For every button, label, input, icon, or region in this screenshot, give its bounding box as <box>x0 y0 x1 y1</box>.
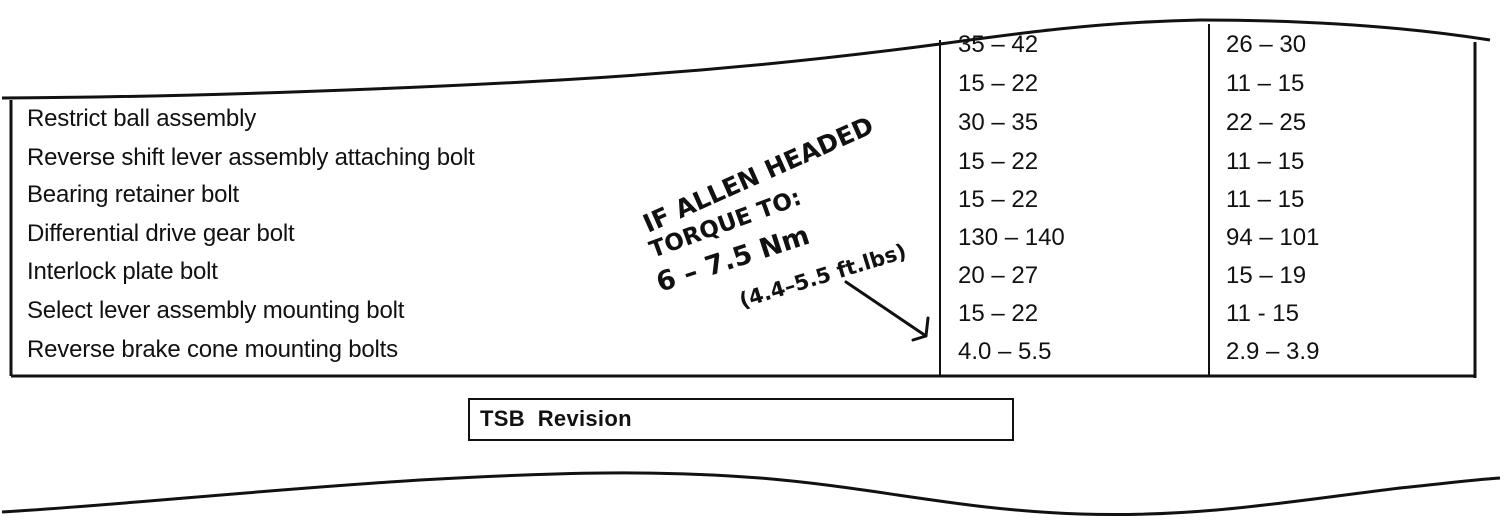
row-ftlb: 11 - 15 <box>1226 300 1299 327</box>
row-item: Interlock plate bolt <box>27 258 218 285</box>
row-item: Differential drive gear bolt <box>27 220 295 247</box>
partial-row-2-nm: 15 – 22 <box>958 70 1039 97</box>
row-nm: 15 – 22 <box>958 186 1039 213</box>
tsb-revision-title: TSB Revision <box>480 406 632 431</box>
row-ftlb: 22 – 25 <box>1226 109 1307 136</box>
partial-row-1-nm: 35 – 42 <box>958 31 1039 58</box>
row-item: Bearing retainer bolt <box>27 181 239 208</box>
row-nm: 15 – 22 <box>958 148 1039 175</box>
partial-row-2-ftlb: 11 – 15 <box>1226 70 1305 97</box>
row-nm: 15 – 22 <box>958 300 1039 327</box>
row-ftlb: 11 – 15 <box>1226 186 1305 213</box>
row-item: Restrict ball assembly <box>27 105 257 132</box>
row-ftlb: 11 – 15 <box>1226 148 1305 175</box>
row-ftlb: 2.9 – 3.9 <box>1226 338 1320 365</box>
row-nm: 130 – 140 <box>958 224 1065 251</box>
partial-row-1-ftlb: 26 – 30 <box>1226 31 1307 58</box>
row-nm: 4.0 – 5.5 <box>958 338 1052 365</box>
row-nm: 30 – 35 <box>958 109 1039 136</box>
row-nm: 20 – 27 <box>958 262 1039 289</box>
row-item: Select lever assembly mounting bolt <box>27 297 405 324</box>
row-ftlb: 15 – 19 <box>1226 262 1307 289</box>
row-item: Reverse shift lever assembly attaching b… <box>27 144 475 171</box>
row-ftlb: 94 – 101 <box>1226 224 1320 251</box>
row-item: Reverse brake cone mounting bolts <box>27 336 398 363</box>
tsb-revision-box: TSB Revision <box>468 398 1014 441</box>
